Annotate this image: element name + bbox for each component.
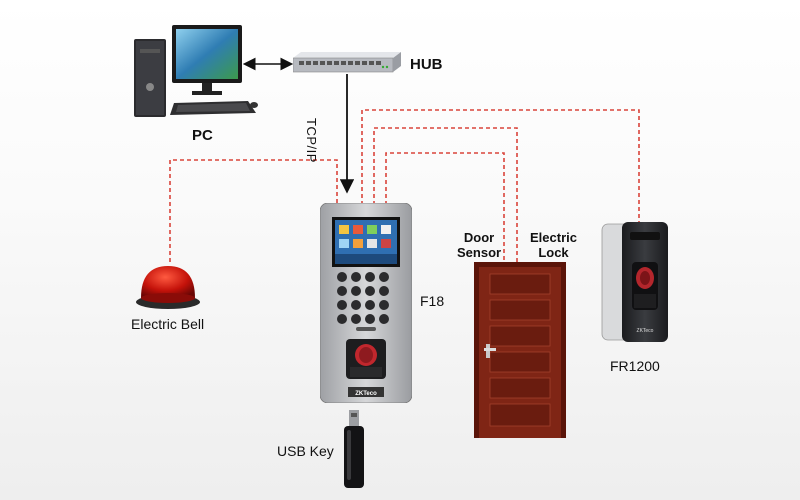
fr1200-wire — [361, 109, 640, 225]
pc-icon — [130, 25, 260, 120]
fr1200-reader-icon: ZKTeco — [600, 222, 672, 344]
f18-brand-text: ZKTeco — [355, 391, 377, 397]
door-sensor-label: Door Sensor — [457, 230, 502, 260]
usb-key-label: USB Key — [277, 443, 334, 459]
door-icon — [474, 262, 566, 438]
bell-wire — [169, 159, 338, 262]
pc-label: PC — [192, 127, 213, 144]
bell-icon — [133, 262, 203, 310]
usb-key-icon — [343, 410, 365, 490]
fr1200-brand-text: ZKTeco — [637, 328, 654, 334]
f18-terminal-icon: ZKTeco — [319, 202, 413, 404]
electric-bell-label: Electric Bell — [131, 316, 205, 332]
hub-label: HUB — [410, 56, 443, 73]
sensor-wire — [385, 152, 505, 262]
hub-icon — [292, 52, 401, 74]
fr1200-label: FR1200 — [610, 358, 660, 374]
tcpip-label: TCP/IP — [304, 118, 319, 163]
lock-wire — [373, 127, 518, 262]
f18-label: F18 — [420, 293, 445, 309]
electric-lock-label: Electric Lock — [530, 230, 577, 260]
